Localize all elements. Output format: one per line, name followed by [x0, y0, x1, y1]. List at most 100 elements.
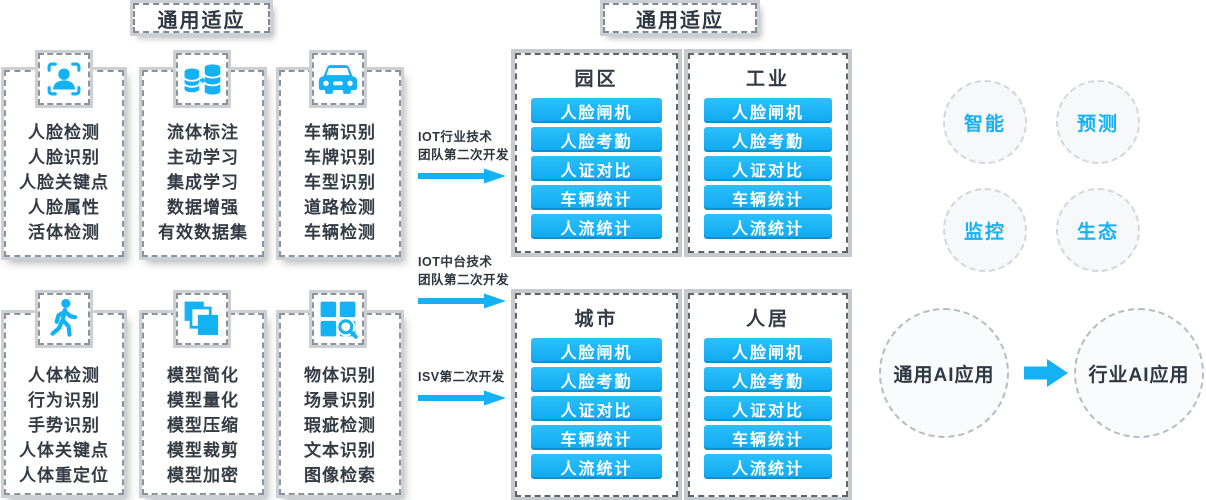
app-button: 人证对比 [531, 156, 662, 181]
scenario-title: 园区 [574, 69, 619, 90]
database-transfer-icon [176, 53, 228, 105]
list-item: 活体检测 [28, 223, 100, 242]
app-list: 人脸闸机 人脸考勤 人证对比 车辆统计 人流统计 [517, 98, 676, 239]
feature-label: 预测 [1076, 113, 1119, 135]
list-item: 人脸检测 [28, 123, 100, 142]
capability-list: 人体检测 行为识别 手势识别 人体关键点 人体重定位 [6, 363, 122, 488]
dev-arrow-iot-platform: IOT中台技术 团队第二次开发 [418, 253, 522, 314]
pedestrian-icon [38, 293, 90, 345]
list-item: 流体标注 [167, 123, 239, 142]
right-arrow-icon [418, 168, 506, 184]
capability-panel-image: 物体识别 场景识别 瑕疵检测 文本识别 图像检索 [279, 313, 401, 495]
app-button: 人脸闸机 [704, 338, 832, 363]
feature-label: 监控 [963, 221, 1006, 243]
app-button: 人证对比 [531, 396, 662, 421]
list-item: 物体识别 [304, 366, 376, 385]
scenario-panel-habitat: 人居 人脸闸机 人脸考勤 人证对比 车辆统计 人流统计 [688, 293, 848, 497]
capability-list: 车辆识别 车牌识别 车型识别 道路检测 车辆检测 [281, 120, 399, 245]
arrow-label-line: ISV第二次开发 [418, 370, 505, 384]
list-item: 有效数据集 [158, 223, 248, 242]
app-list: 人脸闸机 人脸考勤 人证对比 车辆统计 人流统计 [690, 338, 846, 479]
circle-general-ai-app: 通用AI应用 [879, 308, 1009, 438]
feature-label: 生态 [1076, 221, 1119, 243]
app-button: 车辆统计 [704, 425, 832, 450]
app-button: 人脸考勤 [531, 367, 662, 392]
circle-industry-ai-app: 行业AI应用 [1074, 308, 1204, 438]
list-item: 场景识别 [304, 391, 376, 410]
app-list: 人脸闸机 人脸考勤 人证对比 车辆统计 人流统计 [690, 98, 846, 239]
tag-label: 通用适应 [636, 9, 724, 32]
arrow-label-line: IOT行业技术 [418, 130, 493, 144]
app-button: 人流统计 [531, 214, 662, 239]
arrow-label-line: 团队第二次开发 [418, 148, 510, 162]
feature-circle-prediction: 预测 [1056, 80, 1140, 164]
scenario-panel-industry: 工业 人脸闸机 人脸考勤 人证对比 车辆统计 人流统计 [688, 53, 848, 253]
app-list: 人脸闸机 人脸考勤 人证对比 车辆统计 人流统计 [517, 338, 676, 479]
list-item: 模型加密 [167, 466, 239, 485]
feature-circle-monitoring: 监控 [943, 188, 1027, 272]
list-item: 人脸关键点 [19, 173, 109, 192]
list-item: 道路检测 [304, 198, 376, 217]
list-item: 车辆检测 [304, 223, 376, 242]
app-button: 车辆统计 [531, 425, 662, 450]
capability-list: 物体识别 场景识别 瑕疵检测 文本识别 图像检索 [281, 363, 399, 488]
list-item: 主动学习 [167, 148, 239, 167]
app-button: 人证对比 [704, 396, 832, 421]
list-item: 手势识别 [28, 416, 100, 435]
app-button: 人脸考勤 [531, 127, 662, 152]
face-scan-icon [38, 53, 90, 105]
feature-circle-ecology: 生态 [1056, 188, 1140, 272]
list-item: 人体重定位 [19, 466, 109, 485]
list-item: 模型裁剪 [167, 441, 239, 460]
tag-label: 通用适应 [157, 9, 246, 32]
circle-label: 行业AI应用 [1088, 364, 1190, 386]
list-item: 模型量化 [167, 391, 239, 410]
tag-general-adaptation-center: 通用适应 [603, 3, 757, 33]
capability-list: 流体标注 主动学习 集成学习 数据增强 有效数据集 [144, 120, 262, 245]
app-button: 人脸闸机 [531, 98, 662, 123]
feature-label: 智能 [963, 113, 1006, 135]
list-item: 人脸属性 [28, 198, 100, 217]
layers-icon [176, 293, 228, 345]
list-item: 人脸识别 [28, 148, 100, 167]
scenario-panel-campus: 园区 人脸闸机 人脸考勤 人证对比 车辆统计 人流统计 [515, 53, 678, 253]
scenario-title: 工业 [745, 69, 790, 90]
list-item: 图像检索 [304, 466, 376, 485]
flow-arrow-icon [1024, 359, 1068, 387]
app-button: 人脸闸机 [704, 98, 832, 123]
list-item: 数据增强 [167, 198, 239, 217]
list-item: 人体关键点 [19, 441, 109, 460]
app-button: 车辆统计 [531, 185, 662, 210]
capability-list: 模型简化 模型量化 模型压缩 模型裁剪 模型加密 [144, 363, 262, 488]
list-item: 车牌识别 [304, 148, 376, 167]
circle-label: 通用AI应用 [893, 364, 995, 386]
arrow-label: IOT行业技术 团队第二次开发 [418, 128, 522, 164]
list-item: 模型简化 [167, 366, 239, 385]
app-button: 人脸考勤 [704, 367, 832, 392]
app-button: 人流统计 [531, 454, 662, 479]
app-button: 人流统计 [704, 214, 832, 239]
app-button: 人脸考勤 [704, 127, 832, 152]
scenario-title: 人居 [745, 309, 790, 330]
list-item: 行为识别 [28, 391, 100, 410]
app-button: 车辆统计 [704, 185, 832, 210]
capability-list: 人脸检测 人脸识别 人脸关键点 人脸属性 活体检测 [6, 120, 122, 245]
dev-arrow-iot-industry: IOT行业技术 团队第二次开发 [418, 128, 522, 189]
car-icon [312, 53, 364, 105]
app-button: 人脸闸机 [531, 338, 662, 363]
scenario-title: 城市 [574, 309, 619, 330]
feature-circle-intelligence: 智能 [943, 80, 1027, 164]
list-item: 车型识别 [304, 173, 376, 192]
list-item: 车辆识别 [304, 123, 376, 142]
dev-arrow-isv: ISV第二次开发 [418, 368, 522, 411]
right-arrow-icon [418, 293, 506, 309]
image-search-icon [312, 293, 364, 345]
list-item: 人体检测 [28, 366, 100, 385]
arrow-label: IOT中台技术 团队第二次开发 [418, 253, 522, 289]
scenario-panel-city: 城市 人脸闸机 人脸考勤 人证对比 车辆统计 人流统计 [515, 293, 678, 497]
app-button: 人流统计 [704, 454, 832, 479]
arrow-label: ISV第二次开发 [418, 368, 522, 386]
right-arrow-icon [418, 390, 506, 406]
app-button: 人证对比 [704, 156, 832, 181]
